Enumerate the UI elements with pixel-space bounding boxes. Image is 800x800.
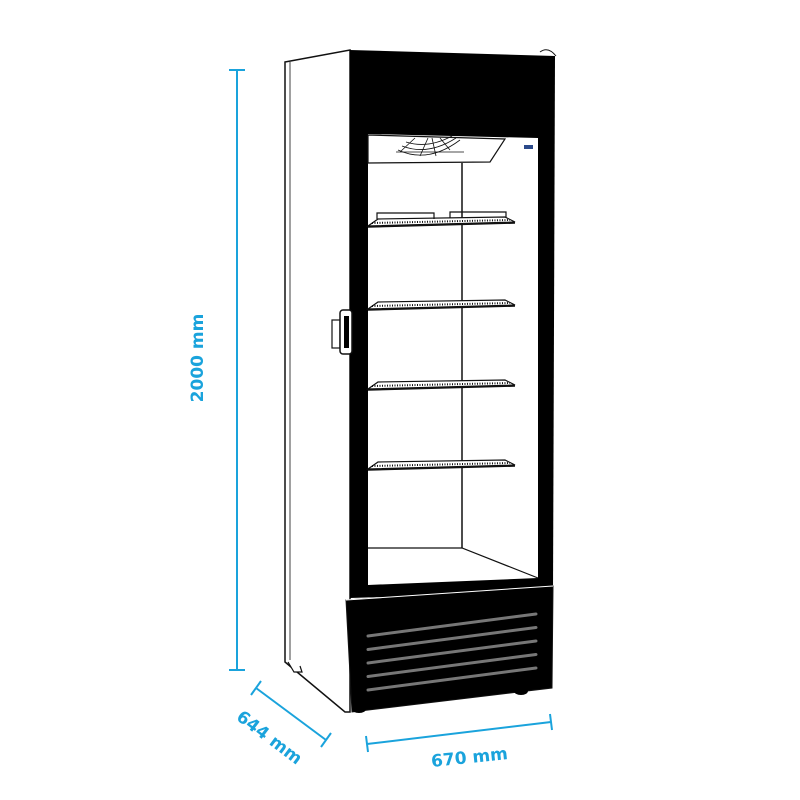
louver [366, 639, 538, 665]
side-foot [287, 661, 303, 673]
wire-shelf [366, 211, 516, 228]
shelves [366, 211, 516, 471]
wire-shelf [366, 459, 516, 471]
door-top-hinge [539, 49, 557, 57]
wire-shelf [366, 299, 516, 311]
fan-icon [396, 135, 464, 157]
louver [366, 626, 538, 651]
glass-window [368, 134, 538, 585]
width-label: 670 mm [430, 744, 509, 772]
front-foot-right [514, 687, 528, 695]
depth-dimension-line [250, 680, 332, 748]
height-dimension-line [229, 69, 245, 671]
louver [366, 666, 538, 692]
front-foot-left [352, 705, 366, 713]
fridge-side-panel [284, 49, 351, 713]
door-handle[interactable] [331, 309, 353, 355]
grille-louvers [366, 612, 538, 692]
fan-canopy [367, 134, 507, 164]
wire-shelf [366, 379, 516, 391]
height-label: 2000 mm [188, 314, 208, 403]
width-dimension-line [365, 713, 553, 753]
louver [366, 653, 538, 678]
brand-badge [524, 145, 533, 149]
louver [366, 612, 538, 638]
